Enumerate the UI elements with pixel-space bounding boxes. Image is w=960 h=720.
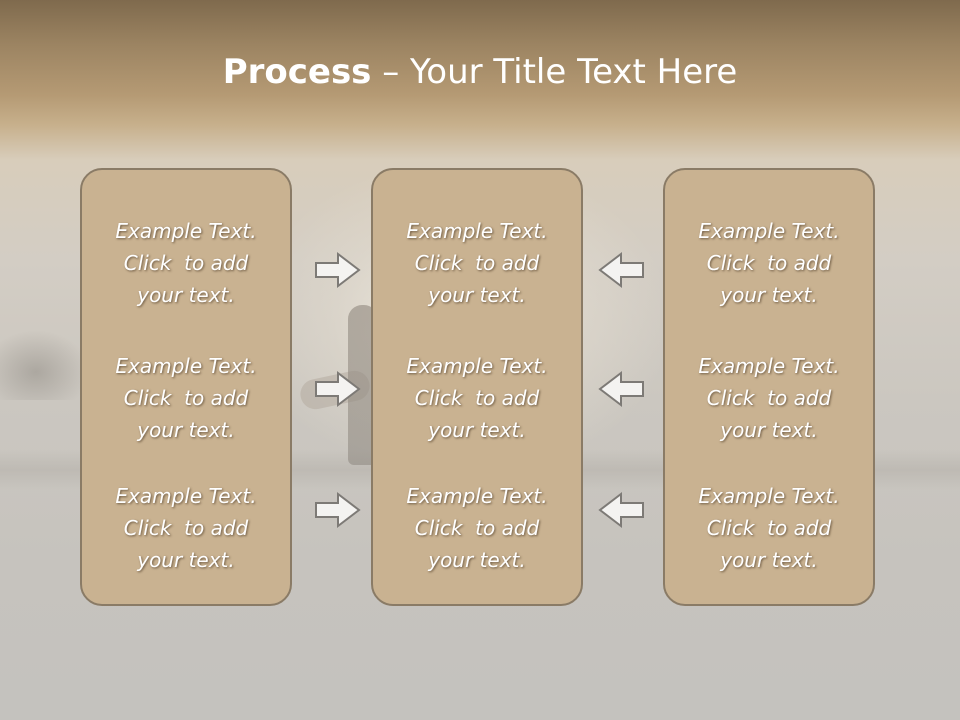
text-line: your text.	[137, 548, 235, 572]
text-line: Click to add	[123, 251, 249, 275]
text-line: Click to add	[414, 516, 540, 540]
text-line: Example Text.	[115, 484, 257, 508]
text-line: your text.	[428, 283, 526, 307]
text-line: your text.	[137, 283, 235, 307]
text-placeholder[interactable]: Example Text. Click to add your text.	[373, 350, 581, 446]
text-placeholder[interactable]: Example Text. Click to add your text.	[665, 350, 873, 446]
text-placeholder[interactable]: Example Text. Click to add your text.	[82, 480, 290, 576]
text-line: your text.	[428, 548, 526, 572]
right-text-box[interactable]: Example Text. Click to add your text. Ex…	[663, 168, 875, 606]
text-line: Click to add	[706, 386, 832, 410]
arrow-left-icon	[598, 251, 644, 289]
text-line: Example Text.	[115, 354, 257, 378]
text-placeholder[interactable]: Example Text. Click to add your text.	[373, 215, 581, 311]
text-placeholder[interactable]: Example Text. Click to add your text.	[82, 350, 290, 446]
text-line: Example Text.	[698, 484, 840, 508]
arrow-left-icon	[598, 370, 644, 408]
title-bold: Process	[222, 52, 372, 92]
text-placeholder[interactable]: Example Text. Click to add your text.	[373, 480, 581, 576]
text-line: Example Text.	[406, 484, 548, 508]
title-rest: – Your Title Text Here	[371, 52, 738, 92]
arrow-right-icon	[315, 251, 361, 289]
arrow-left-icon	[598, 491, 644, 529]
text-line: Example Text.	[115, 219, 257, 243]
slide-title[interactable]: Process – Your Title Text Here	[0, 52, 960, 92]
text-line: your text.	[137, 418, 235, 442]
text-line: Example Text.	[406, 219, 548, 243]
text-line: your text.	[720, 418, 818, 442]
text-line: your text.	[720, 283, 818, 307]
text-placeholder[interactable]: Example Text. Click to add your text.	[82, 215, 290, 311]
tree-silhouette	[0, 330, 90, 400]
text-line: Example Text.	[698, 354, 840, 378]
text-line: Click to add	[414, 251, 540, 275]
text-line: Click to add	[123, 516, 249, 540]
text-placeholder[interactable]: Example Text. Click to add your text.	[665, 480, 873, 576]
middle-text-box[interactable]: Example Text. Click to add your text. Ex…	[371, 168, 583, 606]
text-line: Click to add	[123, 386, 249, 410]
arrow-right-icon	[315, 370, 361, 408]
text-line: Example Text.	[406, 354, 548, 378]
text-line: your text.	[720, 548, 818, 572]
left-text-box[interactable]: Example Text. Click to add your text. Ex…	[80, 168, 292, 606]
text-line: your text.	[428, 418, 526, 442]
text-line: Click to add	[706, 516, 832, 540]
arrow-right-icon	[315, 491, 361, 529]
text-placeholder[interactable]: Example Text. Click to add your text.	[665, 215, 873, 311]
text-line: Example Text.	[698, 219, 840, 243]
text-line: Click to add	[706, 251, 832, 275]
text-line: Click to add	[414, 386, 540, 410]
